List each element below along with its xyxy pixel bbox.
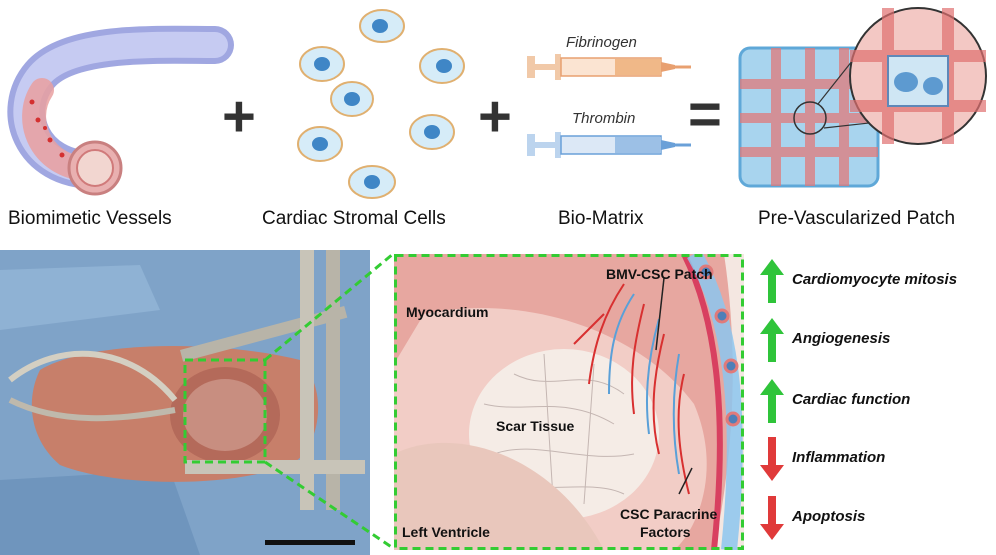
patch-label: BMV-CSC Patch (606, 266, 713, 282)
cardiac-stromal-cells-graphic (297, 9, 465, 199)
bio-matrix-label: Bio-Matrix (558, 208, 644, 229)
up-arrow-icon (760, 318, 784, 362)
effect-label: Angiogenesis (792, 330, 891, 347)
effect-label: Cardiac function (792, 391, 911, 408)
down-arrow-icon (760, 437, 784, 481)
left-ventricle-label: Left Ventricle (402, 524, 490, 540)
fibrinogen-label: Fibrinogen (566, 34, 637, 51)
biomimetic-vessels-label: Biomimetic Vessels (8, 208, 172, 229)
effect-label: Apoptosis (792, 508, 866, 525)
plus-operator-1: + (222, 84, 256, 149)
fibrinogen-syringe (527, 54, 691, 80)
pre-vascularized-patch-graphic (738, 7, 987, 188)
csc-factors-label-line1: CSC Paracrine (620, 506, 718, 522)
down-arrow-icon (760, 496, 784, 540)
cardiac-stromal-cells-label: Cardiac Stromal Cells (262, 208, 446, 229)
effect-label: Cardiomyocyte mitosis (792, 271, 958, 288)
effect-label: Inflammation (792, 449, 886, 466)
thrombin-label: Thrombin (572, 110, 636, 127)
thrombin-syringe (527, 132, 691, 158)
plus-operator-2: + (478, 84, 512, 149)
up-arrow-icon (760, 259, 784, 303)
scar-tissue-label: Scar Tissue (496, 418, 575, 434)
heart-illustration (394, 254, 744, 550)
equals-operator: = (688, 82, 722, 147)
csc-factors-label-line2: Factors (640, 524, 691, 540)
pre-vascularized-patch-label: Pre-Vascularized Patch (758, 208, 956, 229)
surgical-photo (0, 250, 370, 555)
myocardium-label: Myocardium (406, 304, 489, 320)
biomimetic-vessel-graphic (7, 25, 234, 196)
up-arrow-icon (760, 379, 784, 423)
